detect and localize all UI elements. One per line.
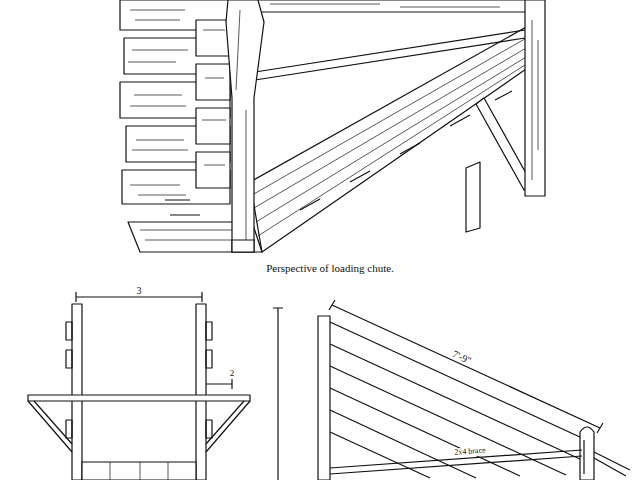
side-wall-boards	[128, 10, 188, 195]
corner-post	[226, 0, 264, 252]
figure-caption: Perspective of loading chute.	[264, 262, 396, 274]
dimension-label: 3	[135, 285, 144, 296]
side-view	[273, 308, 283, 480]
front-view	[28, 292, 250, 480]
part-label: 2x4 brace	[452, 446, 488, 457]
front-view	[28, 401, 250, 452]
right-post-and-brace	[525, 0, 545, 196]
top-frame	[270, 4, 500, 7]
front-view	[72, 304, 82, 480]
side-view	[318, 316, 330, 480]
side-view	[580, 427, 594, 480]
ramp-floor	[250, 26, 542, 252]
top-frame	[238, 0, 540, 80]
side-wall-boards	[120, 0, 230, 204]
side-view	[329, 300, 603, 433]
right-post-and-brace	[466, 0, 545, 232]
side-wall-boards	[196, 152, 230, 188]
side-view	[583, 440, 584, 474]
front-view	[28, 395, 250, 401]
side-wall-boards	[202, 30, 226, 165]
front-view	[206, 322, 212, 438]
dimension-label: 2	[228, 369, 237, 379]
side-view	[273, 300, 630, 480]
corner-post	[236, 10, 246, 240]
ramp-floor	[128, 26, 542, 252]
side-wall-boards	[196, 20, 230, 56]
ramp-floor	[165, 200, 200, 215]
right-post-and-brace	[532, 20, 538, 180]
top-frame	[238, 0, 540, 12]
front-view	[206, 379, 232, 389]
side-wall-boards	[196, 64, 230, 100]
side-view	[594, 452, 630, 476]
front-view	[82, 462, 196, 480]
right-post-and-brace	[466, 162, 480, 232]
side-wall-boards	[196, 108, 230, 144]
front-view	[110, 462, 168, 480]
corner-post	[226, 0, 264, 252]
side-view	[330, 322, 582, 478]
front-view	[66, 322, 72, 438]
corner-post	[232, 240, 254, 252]
right-post-and-brace	[476, 98, 532, 190]
front-view	[196, 304, 206, 480]
top-frame	[255, 30, 525, 80]
dimension-label: 7'-9"	[449, 347, 475, 367]
